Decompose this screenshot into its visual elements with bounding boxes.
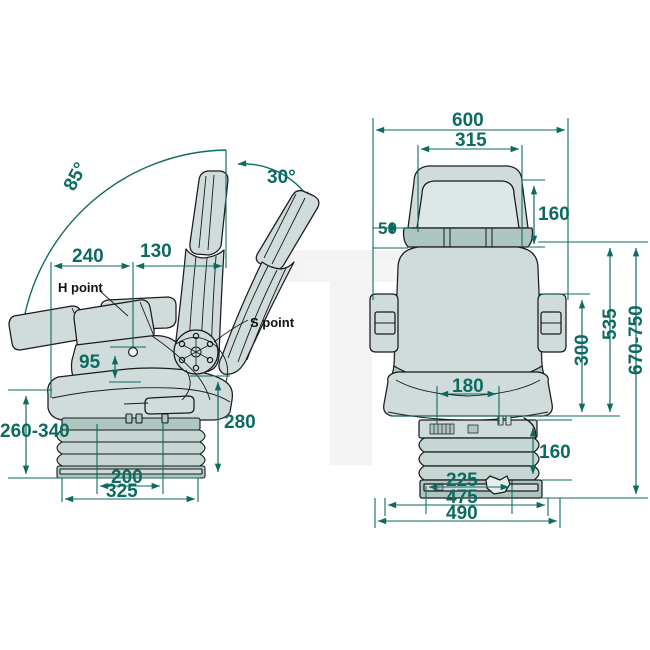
seat-base-seam	[51, 387, 231, 403]
front-view-dimensions: 600 315 50 160 300 535 670-750	[372, 110, 648, 528]
side-view-dimensions: 240 130 H point S point 95 260-340 280	[0, 150, 295, 503]
bellows-fold-1	[56, 429, 206, 443]
pivot-hub-spokes	[182, 338, 210, 366]
front-bellows-fold-1	[418, 437, 540, 453]
seat-adjust-rod	[123, 402, 149, 405]
dim-280-label: 280	[224, 412, 256, 433]
s-point-label: S point	[250, 315, 295, 330]
dim-600-label: 600	[452, 110, 484, 131]
front-backrest	[393, 246, 543, 381]
backrest-reclined-body-seam-1	[227, 265, 269, 359]
dim-160-base-label: 160	[539, 442, 571, 463]
dim-300-label: 300	[572, 334, 593, 366]
dim-160-head-label: 160	[538, 204, 570, 225]
arc-85	[20, 149, 227, 331]
front-bellows-fold-3	[418, 465, 540, 481]
backrest-reclined-seam-2	[271, 197, 306, 265]
dim-180-label: 180	[452, 376, 484, 397]
front-bellows-fold-2	[418, 451, 540, 467]
dim-200-label: 200	[111, 467, 143, 488]
dim-260-340-label: 260-340	[0, 421, 70, 442]
front-view-group	[369, 165, 567, 499]
s-point-leader	[213, 319, 249, 343]
dim-240-label: 240	[72, 246, 104, 267]
backrest-upper-pad	[189, 170, 229, 256]
dim-315-label: 315	[455, 130, 487, 151]
backrest-reclined-body-seam-3	[246, 267, 287, 361]
dim-225-label: 225	[446, 470, 478, 491]
dim-50-label: 50	[378, 219, 397, 238]
dim-95-label: 95	[79, 352, 101, 373]
dim-670-750-label: 670-750	[626, 305, 647, 375]
dim-475-label: 475	[446, 487, 478, 508]
h-point-marker	[128, 347, 139, 358]
backrest-reclined-pad	[255, 189, 320, 271]
bellows-fold-2	[56, 441, 206, 455]
headrest-inner	[416, 180, 520, 229]
side-seat-body	[8, 170, 320, 421]
mechanism-lines	[151, 335, 229, 401]
backrest-reclined-body	[218, 261, 295, 375]
h-point-leader	[99, 290, 129, 317]
h-point-label: H point	[58, 280, 103, 295]
backrest-upper-seam-2	[207, 174, 215, 251]
dim-535-label: 535	[600, 308, 621, 340]
headrest-collar	[402, 227, 534, 248]
backrest-reclined-seam	[263, 193, 297, 259]
angle-30-label: 30°	[267, 167, 296, 188]
bellows-top-clips	[125, 413, 169, 424]
bellows-fold-3	[56, 453, 206, 467]
bellows-base-inner	[59, 468, 203, 475]
backrest-upper-seam	[198, 175, 207, 249]
dim-490-label: 490	[446, 503, 478, 524]
dim-325-label: 325	[106, 481, 138, 502]
backrest-reclined-body-seam-2	[237, 269, 278, 363]
dim-130-label: 130	[140, 241, 172, 262]
armrest-middle-seam	[139, 301, 155, 337]
seat-adjust-lever	[144, 395, 195, 415]
